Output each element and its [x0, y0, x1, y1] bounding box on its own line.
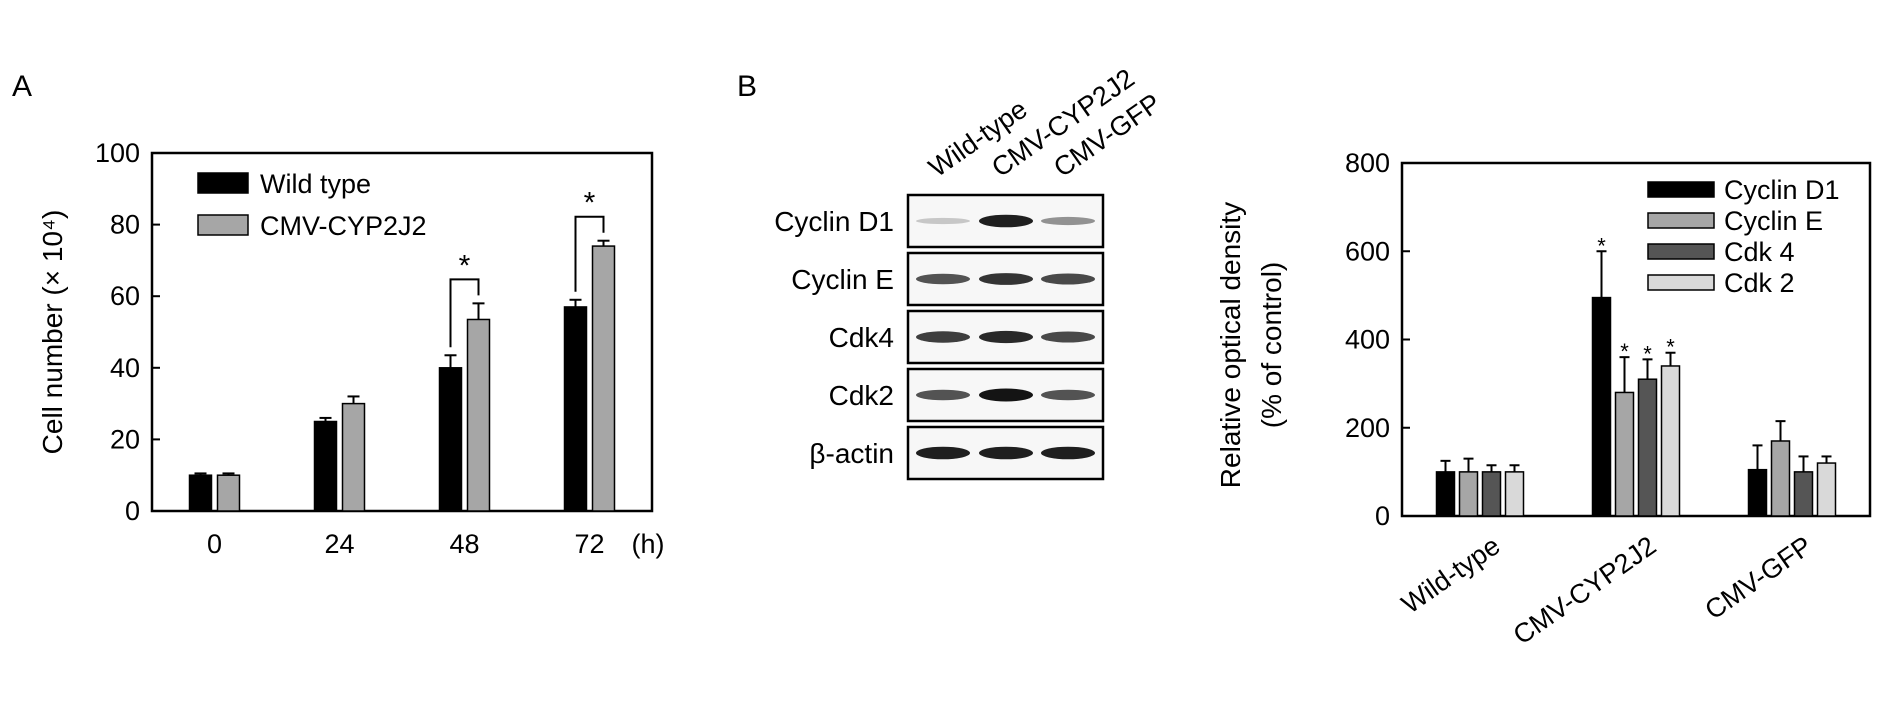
chart-a-y-tick-label: 80 [110, 210, 140, 240]
chart-a-y-axis: 0 20 40 60 80 100 [95, 138, 160, 526]
chart-a-y-tick-label: 40 [110, 353, 140, 383]
blot-row-label: Cdk4 [829, 322, 894, 353]
chart-b-legend-swatch [1647, 212, 1715, 229]
blot-band [1041, 446, 1095, 460]
chart-b-y-axis-label-line1: Relative optical density [1215, 202, 1246, 488]
chart-a-x-tick-label: 0 [207, 529, 222, 559]
chart-a-y-tick-label: 20 [110, 424, 140, 454]
chart-b-y-axis: 0 200 400 600 800 [1345, 148, 1410, 531]
chart-a-x-tick-label: 48 [449, 529, 479, 559]
chart-b-legend-swatch [1647, 274, 1715, 291]
chart-b-bar [1591, 296, 1612, 517]
blot-band [979, 388, 1033, 402]
chart-b-y-tick-label: 800 [1345, 148, 1390, 178]
chart-a-x-tick-label: 72 [574, 529, 604, 559]
chart-a-y-tick-label: 60 [110, 281, 140, 311]
chart-a-bar [341, 402, 366, 512]
chart-a-y-tick-label: 100 [95, 138, 140, 168]
chart-b-x-tick-label: CMV-GFP [1699, 530, 1817, 625]
blot-band [916, 273, 970, 285]
chart-b-bar [1481, 471, 1502, 517]
chart-b-legend-label: Cyclin E [1724, 206, 1823, 236]
chart-a-bar [563, 306, 588, 512]
chart-a-significance-bracket [574, 215, 605, 292]
chart-a-significance-bracket [449, 278, 480, 348]
blot-band [916, 331, 970, 343]
chart-b-legend-label: Cdk 2 [1724, 268, 1795, 298]
chart-b-legend-label: Cyclin D1 [1724, 175, 1840, 205]
chart-a-legend-swatch [197, 172, 249, 194]
blot-band [979, 446, 1033, 460]
chart-b-bar [1614, 391, 1635, 517]
chart-b-bar [1435, 471, 1456, 517]
chart-a-y-tick-label: 0 [125, 496, 140, 526]
chart-a-bar [466, 318, 491, 512]
blot-band [916, 389, 970, 401]
blot-band [979, 273, 1033, 285]
chart-a-significance-star: * [459, 249, 471, 282]
chart-a-bar [438, 367, 463, 512]
chart-b-y-tick-label: 600 [1345, 236, 1390, 266]
blot-row-label: Cyclin D1 [774, 206, 894, 237]
chart-b-bar [1793, 471, 1814, 517]
chart-b-bars: * * * * [1435, 233, 1837, 517]
chart-a-bars [188, 239, 616, 512]
chart-b-legend-swatch [1647, 181, 1715, 198]
panel-label-b: B [737, 70, 757, 103]
panel-label-a: A [12, 70, 32, 103]
blot-band [916, 446, 970, 460]
chart-b-bar [1816, 462, 1837, 517]
blot-band [1041, 216, 1095, 226]
chart-b-significance-star: * [1666, 335, 1675, 360]
chart-b-bar [1660, 365, 1681, 517]
chart-a-x-tick-label: 24 [324, 529, 354, 559]
chart-a-bar [216, 474, 241, 512]
chart-b-bar [1458, 471, 1479, 517]
chart-b-bar [1504, 471, 1525, 517]
blot-band [979, 214, 1033, 228]
blot-band [979, 330, 1033, 344]
chart-b-y-tick-label: 200 [1345, 413, 1390, 443]
chart-a-y-axis-label: Cell number (× 10⁴) [37, 210, 68, 455]
blot-row-label: Cdk2 [829, 380, 894, 411]
chart-b-legend-swatch [1647, 243, 1715, 260]
blot-row-label: β-actin [809, 438, 894, 469]
chart-b-bar [1747, 468, 1768, 517]
chart-b-y-axis-label-line2: (% of control) [1256, 262, 1287, 429]
chart-a-bar [188, 474, 213, 512]
blot-band [1041, 331, 1095, 343]
blot-band [916, 217, 970, 225]
chart-a-bar [313, 420, 338, 512]
blot-band [1041, 273, 1095, 285]
chart-a-annotations: ** [449, 187, 605, 348]
chart-a-legend-label: Wild type [260, 169, 371, 199]
chart-a-x-axis: 0 24 48 72 (h) [207, 529, 665, 559]
chart-a-legend-swatch [197, 214, 249, 236]
chart-b-legend-label: Cdk 4 [1724, 237, 1795, 267]
chart-a-significance-star: * [584, 187, 596, 220]
chart-b-x-tick-label: CMV-CYP2J2 [1508, 530, 1662, 650]
chart-b-x-tick-label: Wild-type [1396, 530, 1505, 619]
chart-b-significance-star: * [1597, 233, 1606, 258]
chart-b-y-tick-label: 0 [1375, 501, 1390, 531]
chart-a-frame [150, 151, 654, 513]
blot-band [1041, 389, 1095, 401]
chart-b-significance-star: * [1643, 341, 1652, 366]
chart-b-bar [1770, 440, 1791, 517]
blot-row-label: Cyclin E [791, 264, 894, 295]
chart-a-bar [591, 245, 616, 512]
chart-a-legend-label: CMV-CYP2J2 [260, 211, 427, 241]
chart-a-x-unit: (h) [632, 529, 665, 559]
chart-b-bar [1637, 378, 1658, 517]
chart-b-significance-star: * [1620, 339, 1629, 364]
chart-b-y-tick-label: 400 [1345, 325, 1390, 355]
